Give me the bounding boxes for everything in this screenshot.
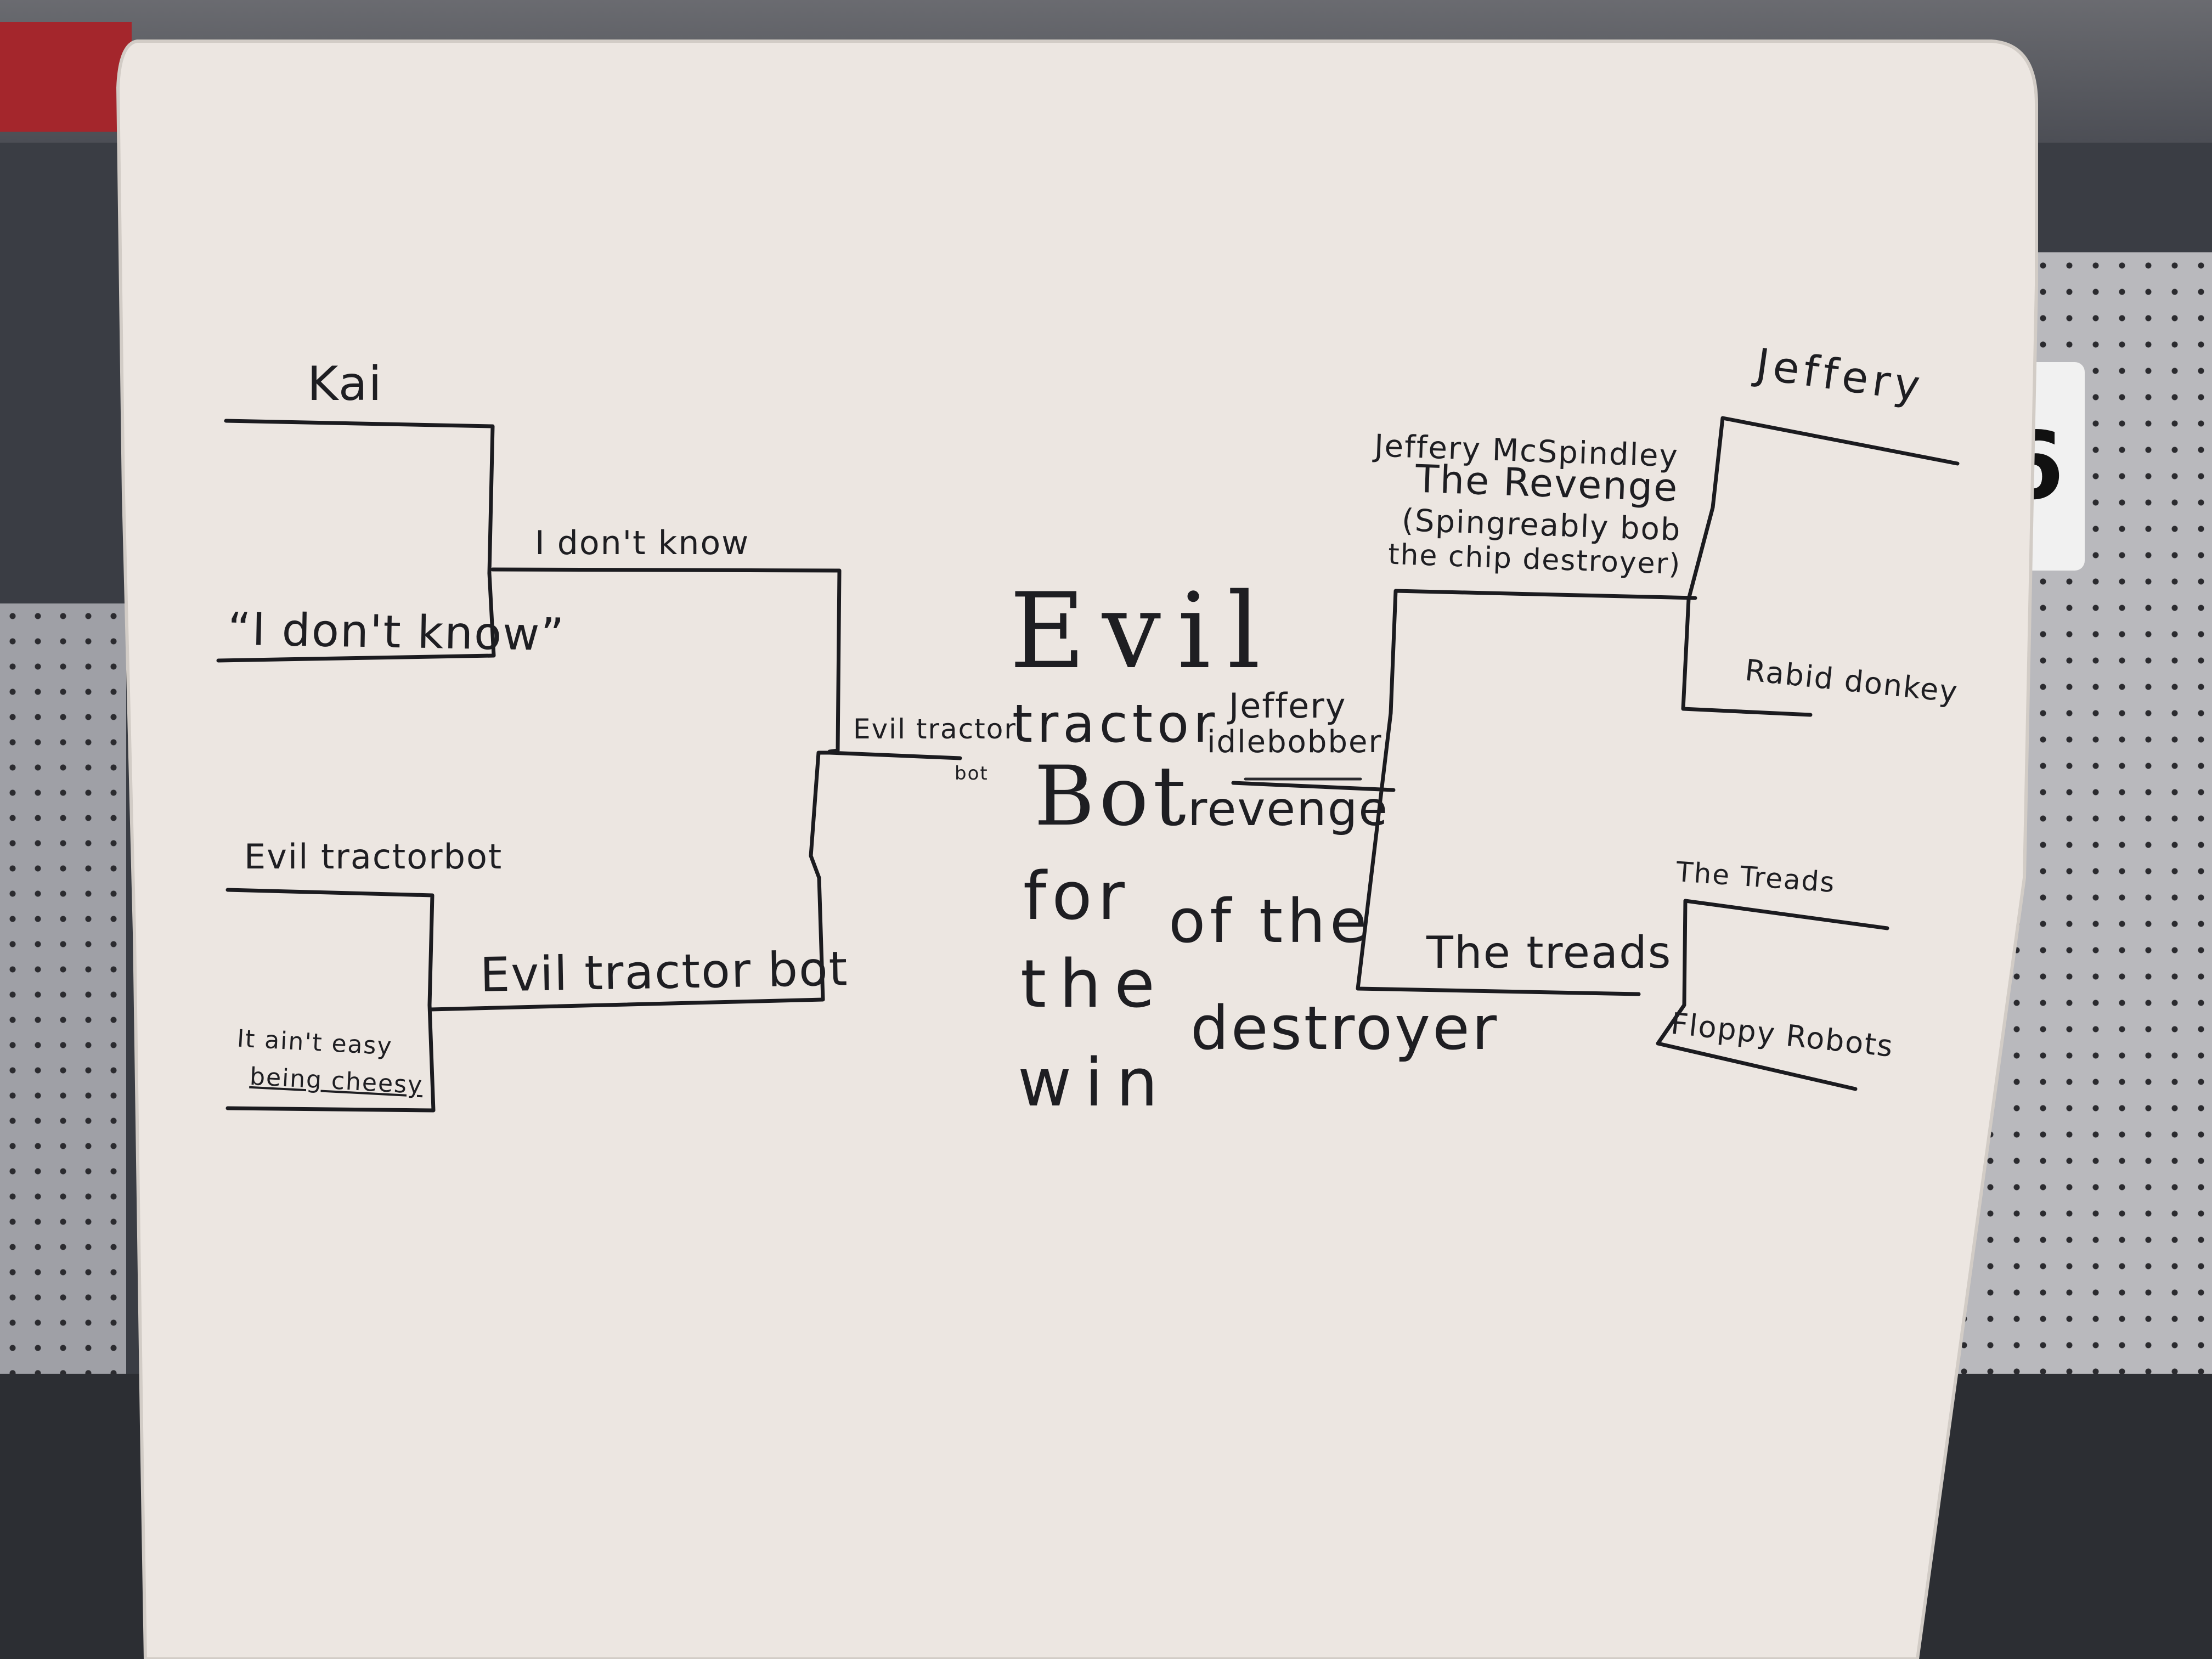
- center-big-line3: Bot: [1034, 749, 1190, 844]
- left-slot-evil-tractorbot: Evil tractorbot: [244, 837, 503, 877]
- left-slot-idontknow-quoted: “I don't know”: [227, 603, 566, 662]
- left-bracket-lines: [216, 419, 962, 1113]
- center-big-line2: tractor: [1012, 694, 1220, 754]
- bracket-line-right-final: [1231, 781, 1396, 792]
- background-pegboard-left: [0, 603, 126, 1426]
- left-semi-winner-line1: Evil tractor: [853, 713, 1017, 745]
- right-winner-the-treads: The treads: [1426, 927, 1672, 978]
- bracket-line-round2-bottom: [428, 751, 962, 1012]
- center-final-line5: destroyer: [1190, 993, 1499, 1063]
- center-final-line4: of the: [1169, 886, 1372, 956]
- center-final-line1: Jeffery: [1229, 686, 1347, 726]
- bracket-line-round2-top-right: [1356, 589, 1697, 996]
- left-winner-idontknow: I don't know: [535, 524, 750, 562]
- left-winner-evil-tractor-bot: Evil tractor bot: [479, 941, 849, 1003]
- center-big-line5: the: [1020, 946, 1168, 1023]
- right-semi-line2: The Revenge: [1414, 456, 1679, 511]
- center-big-line1: Evil: [1009, 571, 1277, 692]
- center-big-line4: for: [1023, 859, 1130, 935]
- bracket-line-treads-floppy: [1656, 899, 1889, 1091]
- right-bracket-lines: [1231, 416, 1960, 1091]
- whiteboard-surface: [116, 40, 2038, 1659]
- center-final-line3: revenge: [1188, 782, 1389, 837]
- center-final-line2: idlebobber: [1207, 724, 1383, 760]
- bracket-line-evil-cheesy: [225, 888, 436, 1113]
- background-red-object: [0, 22, 132, 132]
- bracket-line-kai-idontknow: [216, 419, 496, 663]
- left-slot-kai: Kai: [307, 357, 383, 411]
- left-semi-winner-line2: bot: [955, 763, 989, 785]
- bracket-line-jeffery-rabid: [1681, 416, 1960, 717]
- center-big-line6: win: [1018, 1045, 1171, 1121]
